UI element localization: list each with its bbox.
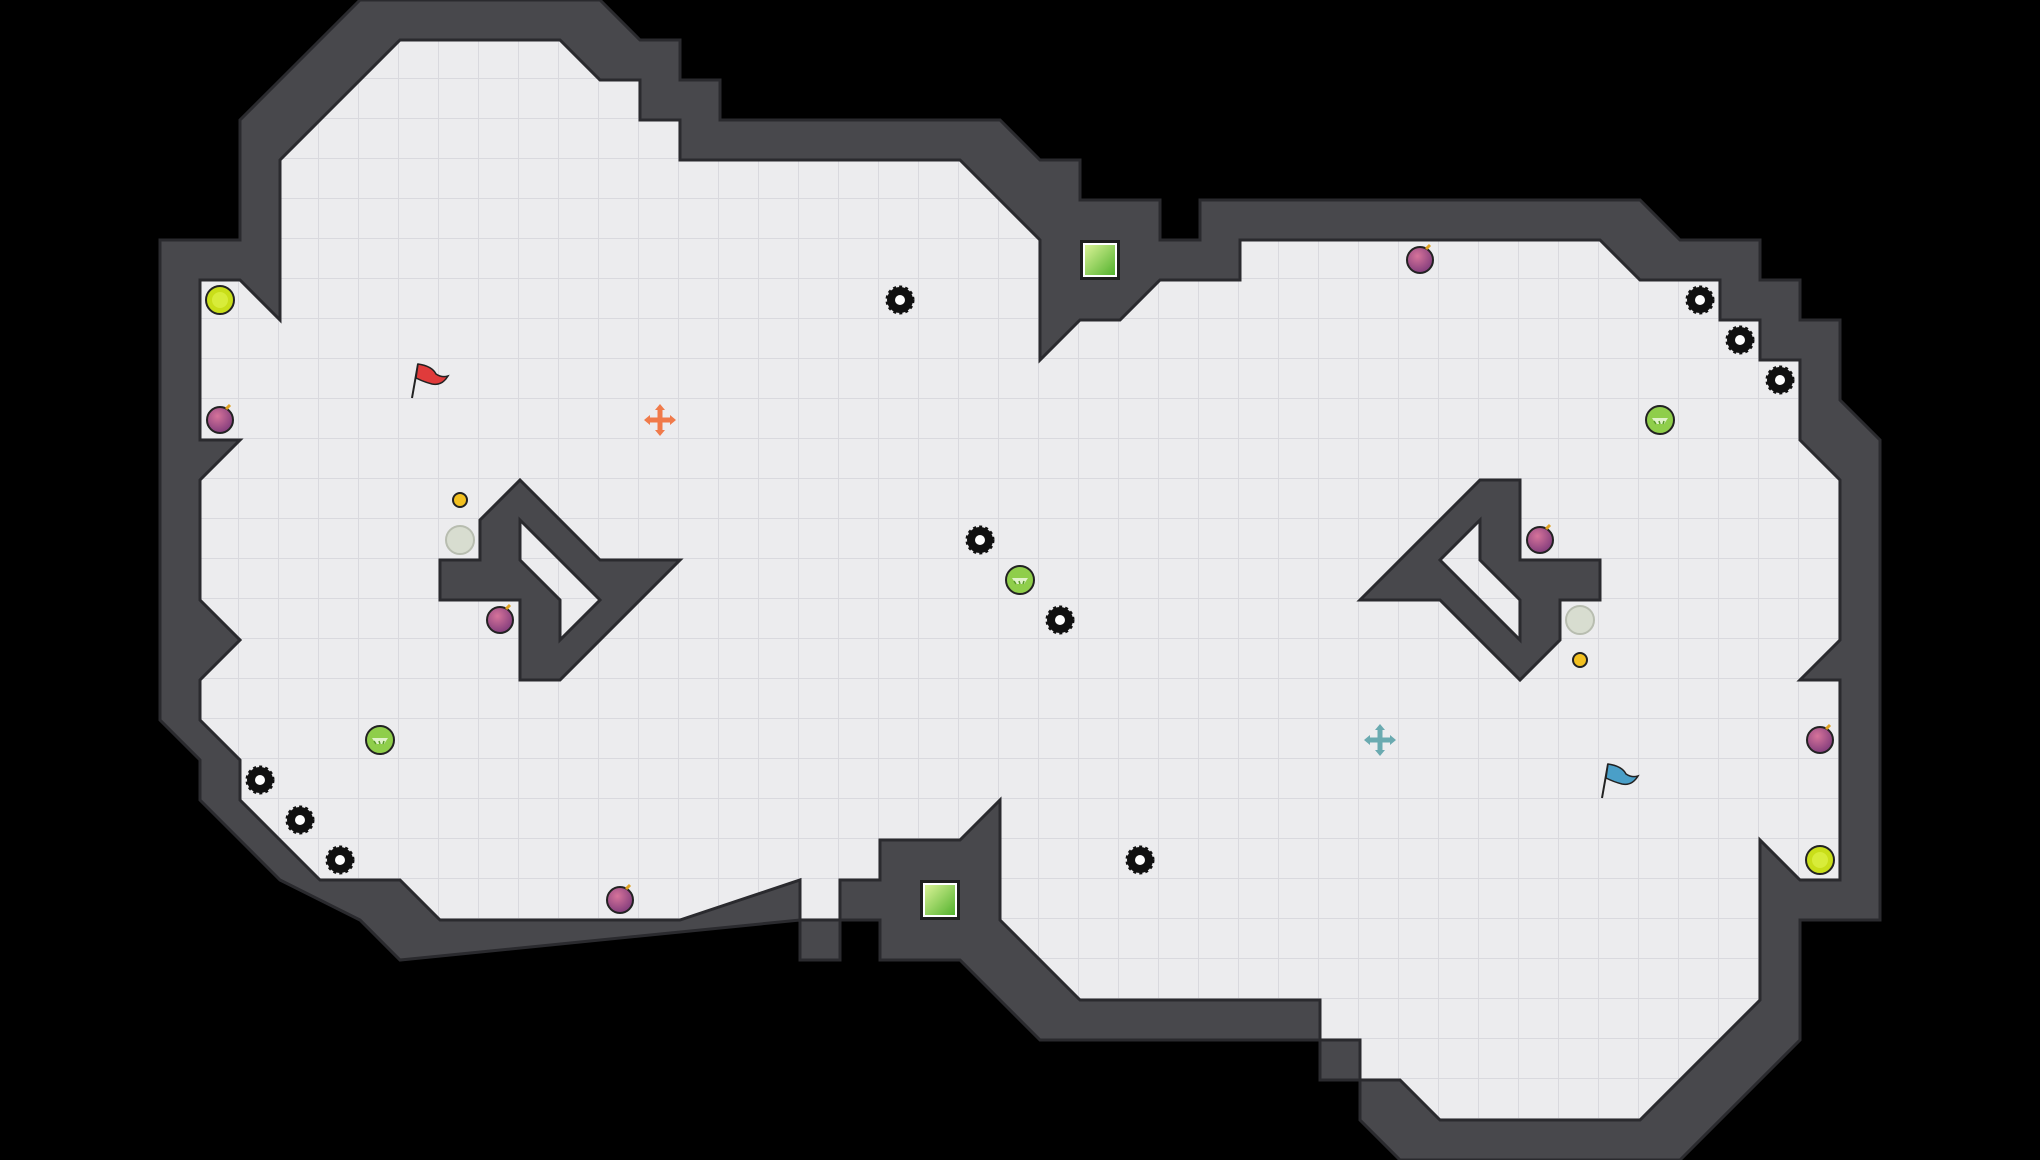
token-icon — [452, 492, 468, 508]
blue-spawn-icon — [1364, 724, 1396, 756]
grip-powerup-icon — [1645, 405, 1675, 435]
boost-icon — [205, 285, 235, 315]
grip-powerup-icon — [365, 725, 395, 755]
inactive-powerup-icon — [1565, 605, 1595, 635]
grip-powerup-icon — [1005, 565, 1035, 595]
spike-icon — [245, 765, 275, 795]
inactive-powerup-icon — [445, 525, 475, 555]
red-flag-icon — [411, 363, 450, 399]
spike-icon — [885, 285, 915, 315]
spike-icon — [965, 525, 995, 555]
spike-icon — [285, 805, 315, 835]
boost-icon — [1805, 845, 1835, 875]
spike-icon — [325, 845, 355, 875]
spike-icon — [1045, 605, 1075, 635]
gate-button-bottom — [920, 880, 960, 920]
powerups — [365, 405, 1675, 755]
tokens — [452, 492, 1588, 668]
blue-flag-icon — [1601, 763, 1640, 799]
spike-icon — [1125, 845, 1155, 875]
token-icon — [1572, 652, 1588, 668]
spike-icon — [1725, 325, 1755, 355]
spike-icon — [1765, 365, 1795, 395]
red-spawn-icon — [644, 404, 676, 436]
gate-button-top — [1080, 240, 1120, 280]
spike-icon — [1685, 285, 1715, 315]
